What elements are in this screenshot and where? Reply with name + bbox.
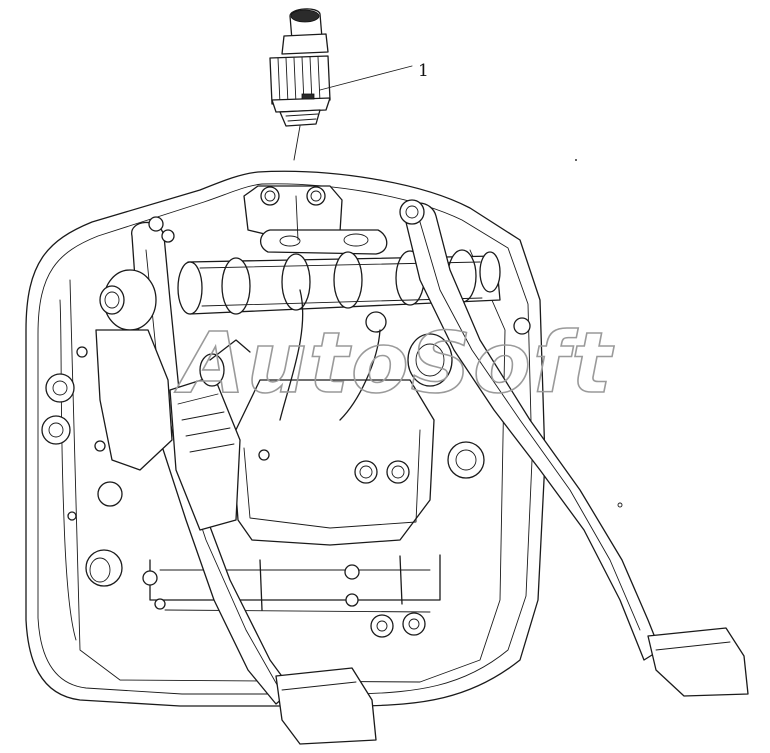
callout-label: 1: [418, 61, 429, 81]
callout-1: 1: [319, 61, 429, 91]
callout-leader-line: [319, 65, 413, 91]
upper-bracket: [243, 185, 388, 255]
watermark: AutoSoft: [174, 314, 614, 412]
clutch-switch-sensor: [269, 8, 331, 241]
fasteners: [41, 216, 531, 638]
brake-pedal: [399, 199, 749, 697]
clutch-pedal: [95, 221, 377, 745]
master-cylinder: [169, 339, 251, 531]
